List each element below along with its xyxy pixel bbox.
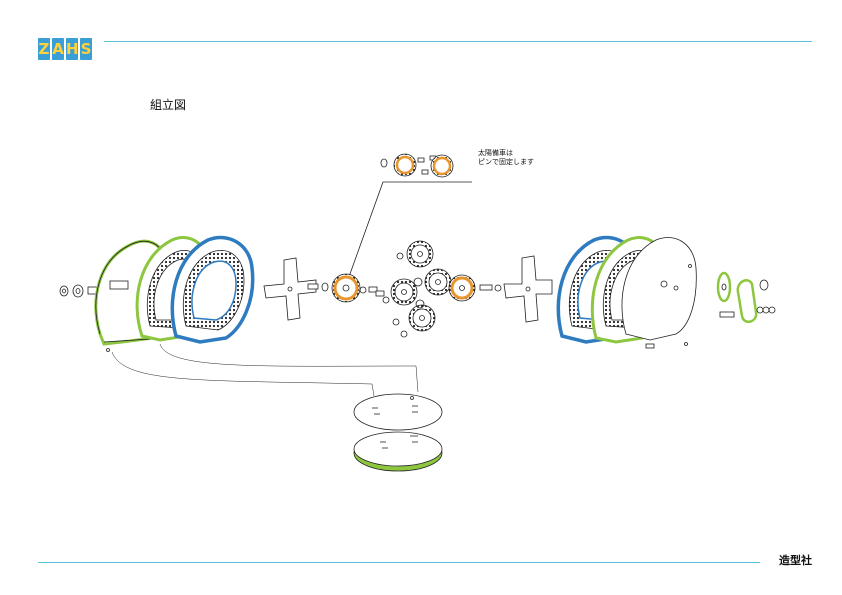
connector-curve-1 <box>111 351 375 397</box>
zahs-logo: Z A H S <box>38 38 92 60</box>
connector-curve-2 <box>159 343 419 393</box>
gear-cluster <box>375 240 452 338</box>
right-small-parts <box>716 271 776 324</box>
right-back-panel <box>621 237 697 349</box>
logo-letter-h: H <box>66 38 79 60</box>
logo-letter-s: S <box>80 38 92 60</box>
bottom-rule <box>38 562 760 563</box>
left-cross-arm <box>263 257 317 321</box>
logo-letter-a: A <box>52 38 64 60</box>
lower-base-plate <box>353 431 443 472</box>
orange-gear-left <box>331 273 361 303</box>
orange-gear-right <box>448 274 476 302</box>
logo-letter-z: Z <box>38 38 50 60</box>
publisher-logo: 造型社 <box>779 554 812 567</box>
callout-leader-line <box>345 181 472 286</box>
left-washers <box>59 284 99 298</box>
left-blue-ring <box>170 235 255 344</box>
assembly-note: 太陽備車は ピンで固定します <box>478 149 534 167</box>
top-rule <box>104 41 812 42</box>
page-title: 組立図 <box>150 98 187 112</box>
upper-base-plate <box>353 393 443 431</box>
note-line-2: ピンで固定します <box>478 158 534 166</box>
right-cross-arm <box>503 255 553 323</box>
note-line-1: 太陽備車は <box>478 149 513 157</box>
right-pin <box>479 284 493 291</box>
left-pin <box>307 283 319 290</box>
callout-gear-group <box>380 153 454 178</box>
